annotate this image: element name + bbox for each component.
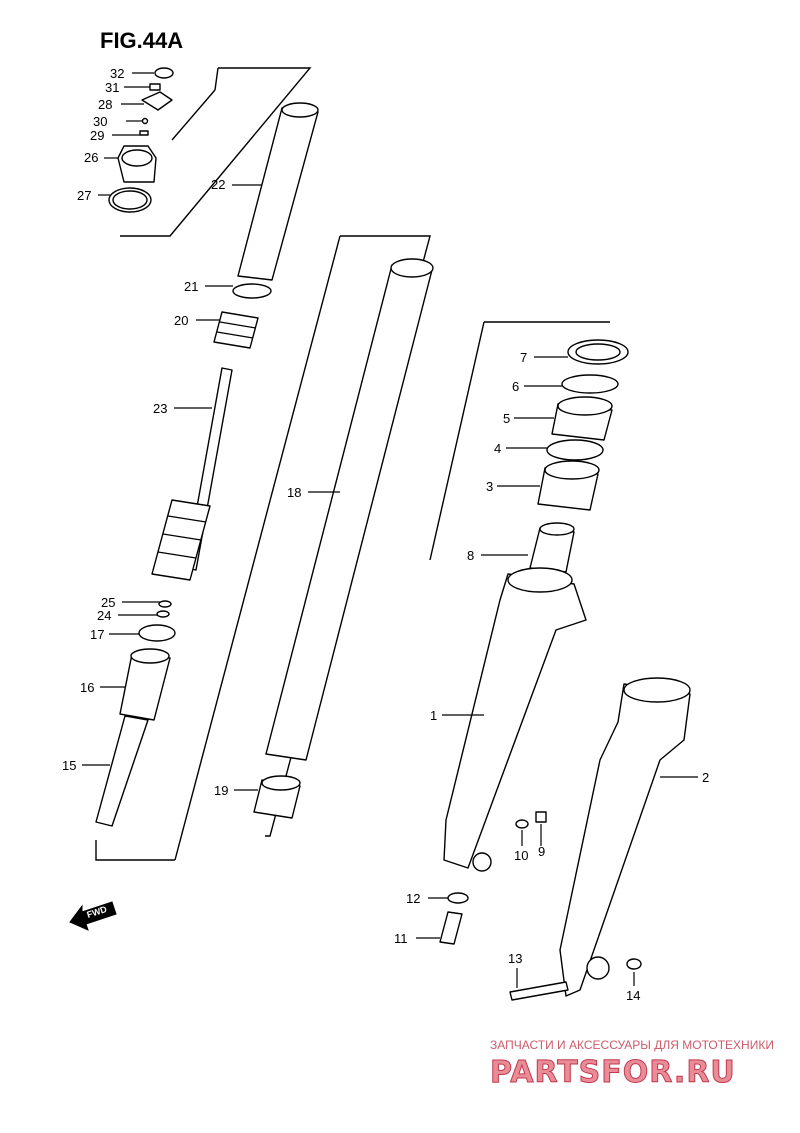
spring20-coil-b [216,331,254,339]
callout-2: 2 [702,770,709,785]
callout-21: 21 [184,279,198,294]
outer-frame-edge [429,321,485,561]
fwd-arrow-icon: FWD [69,901,117,931]
callout-6: 6 [512,379,519,394]
callout-25: 25 [101,595,115,610]
bolt-part-9 [535,811,547,823]
outer-tube-part-1 [443,573,587,869]
callout-18: 18 [287,485,301,500]
spacer-top [281,102,319,118]
piston-part-16 [119,653,171,721]
bushing3-top [544,460,600,480]
washer-part-4 [546,439,604,461]
rod-spring [151,499,211,581]
callout-28: 28 [98,97,112,112]
washer-part-21 [232,283,272,299]
cap-assembly-frame [120,67,312,237]
callout-14: 14 [626,988,640,1003]
callout-30: 30 [93,114,107,129]
bolt-part-13 [509,981,569,1001]
spring20-coil [219,321,257,329]
outer-tube1-top [507,567,573,593]
callout-27: 27 [77,188,91,203]
cap-part-32 [154,67,174,79]
cylinder-part-15 [95,715,149,827]
watermark-logo: PARTSFOR.RU [490,1055,736,1090]
callout-20: 20 [174,313,188,328]
spring-part-20 [213,311,259,349]
inner-tube-top [390,258,434,278]
plate-part-28 [141,91,173,111]
callout-26: 26 [84,150,98,165]
callout-13: 13 [508,951,522,966]
callout-12: 12 [406,891,420,906]
bushing-top [261,775,301,791]
callout-19: 19 [214,783,228,798]
ball-part-30 [141,117,149,125]
callout-15: 15 [62,758,76,773]
rod-spring-coil-b [162,533,202,541]
callout-32: 32 [110,66,124,81]
outer-tube-part-2 [559,683,691,997]
bolt-head [121,149,153,167]
washer-part-12 [447,892,469,904]
spacer-part-22 [237,107,319,281]
callout-1: 1 [430,708,437,723]
callout-23: 23 [153,401,167,416]
screw-part-31 [149,83,161,91]
spring-part-29 [139,130,149,136]
left-frame-diagonal [174,235,341,861]
figure-title: FIG.44A [100,28,183,53]
watermark-caption: ЗАПЧАСТИ И АКСЕССУАРЫ ДЛЯ МОТОТЕХНИКИ [490,1038,774,1052]
nut-part-14 [626,958,642,970]
callout-16: 16 [80,680,94,695]
washer-part-10 [515,819,529,829]
oil-seal-top [557,396,613,416]
ring-part-17 [138,624,176,642]
outer-tube2-axle [586,956,610,980]
oring-inner [112,190,148,210]
callout-8: 8 [467,548,474,563]
callout-4: 4 [494,441,501,456]
outer-tube2-top [623,677,691,703]
rod-spring-coil-a [167,515,207,523]
left-assembly-frame [95,840,175,861]
seal-part-24 [156,610,170,618]
cap-frame-side [171,89,216,141]
callout-9: 9 [538,844,545,859]
callout-22: 22 [211,177,225,192]
callout-11: 11 [394,931,408,946]
callout-7: 7 [520,350,527,365]
outer-tube1-axle [472,852,492,872]
callout-31: 31 [105,80,119,95]
piston-top [130,648,170,664]
callout-3: 3 [486,479,493,494]
bolt-part-11 [439,911,463,945]
ring-part-25 [158,600,172,608]
dust-seal-inner [575,343,621,361]
callout-5: 5 [503,411,510,426]
stop-ring-part-6 [561,374,619,394]
cap-frame-top [214,67,219,91]
inner-tube-part-18 [265,264,433,761]
callout-24: 24 [97,608,111,623]
rod-spring-coil-c [157,551,197,559]
callout-29: 29 [90,128,104,143]
callout-10: 10 [514,848,528,863]
guide-top [539,522,575,536]
callout-17: 17 [90,627,104,642]
